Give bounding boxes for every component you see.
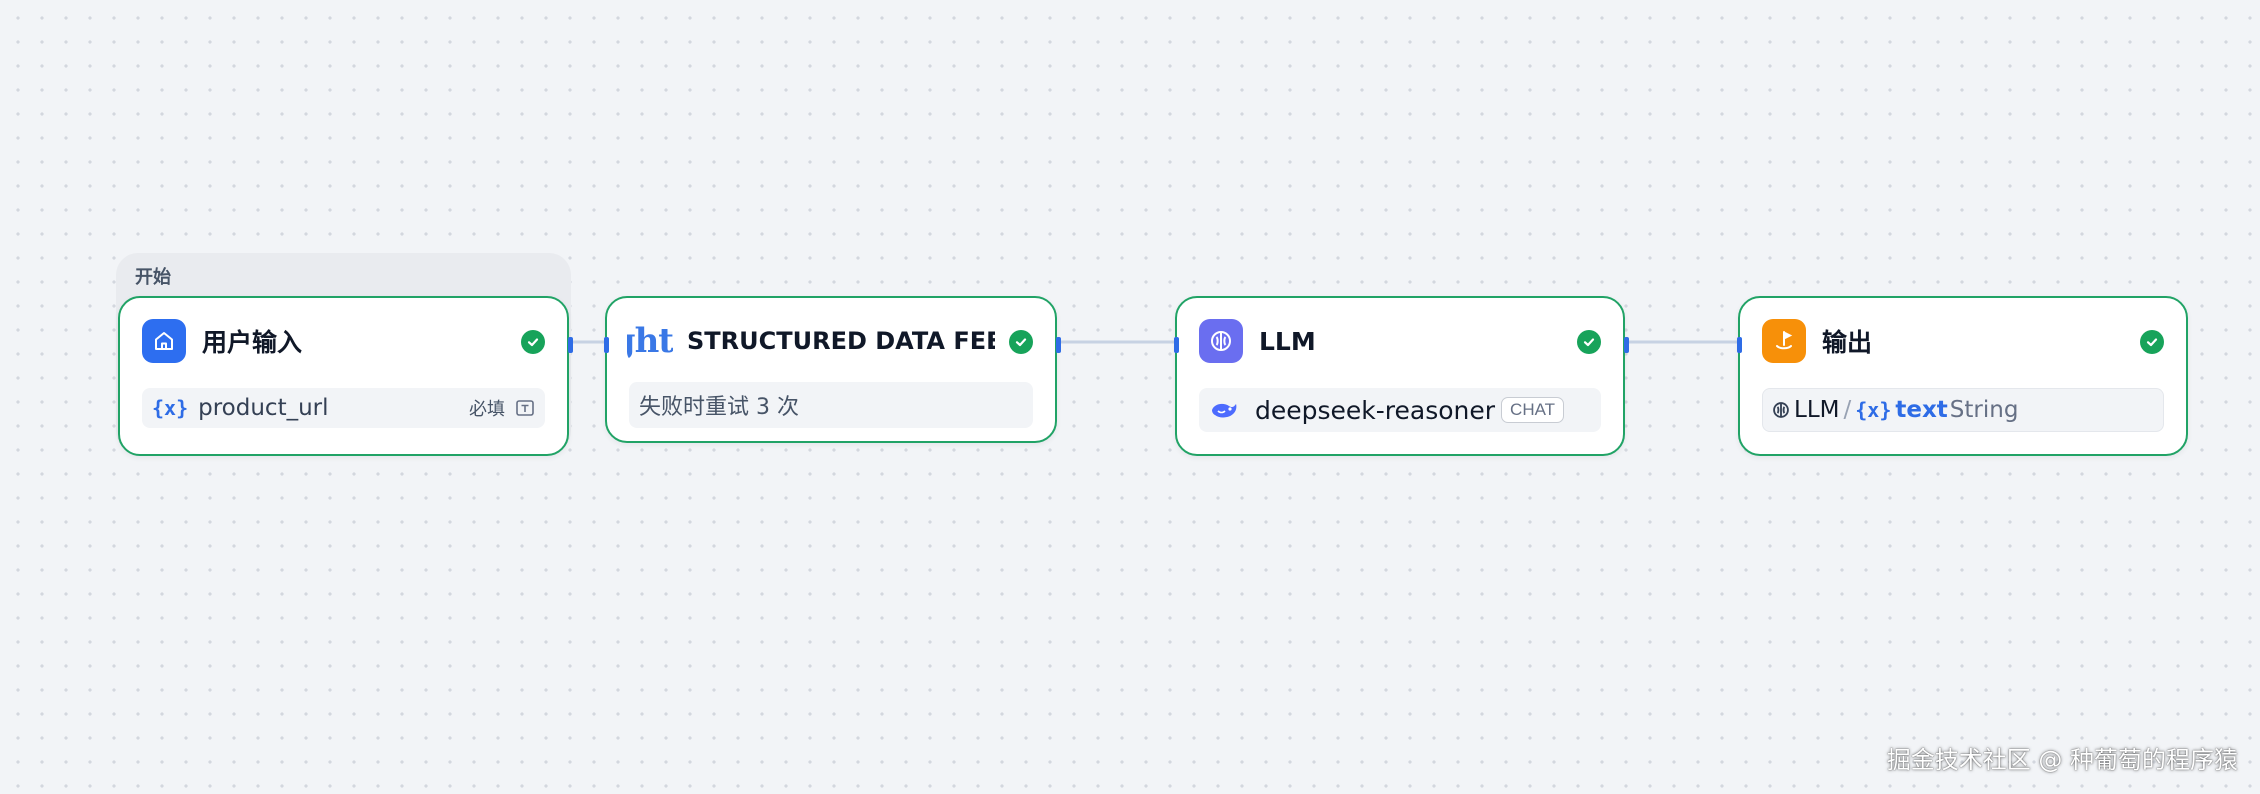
llm-node[interactable]: LLM deepseek-reasoner CHAT: [1174, 296, 1629, 456]
output-node-input-handle[interactable]: [1737, 337, 1742, 353]
required-label: 必填: [469, 399, 505, 420]
start-node-title: 用户输入: [202, 328, 303, 357]
output-node[interactable]: 输出 LLM / {x} text String: [1737, 296, 2188, 456]
whale-icon: [1209, 398, 1243, 422]
input-variable-row[interactable]: {x} product_url 必填: [142, 388, 545, 428]
brain-small-icon: [1771, 400, 1791, 420]
path-separator: /: [1843, 397, 1852, 423]
text-type-icon: [515, 398, 535, 418]
output-node-title: 输出: [1822, 328, 1873, 357]
output-node-header: 输出: [1762, 318, 2164, 364]
tool-node-title: STRUCTURED DATA FEEDS: [687, 327, 995, 355]
start-group-label: 开始: [135, 267, 171, 288]
tool-logo-text: ght: [627, 321, 673, 361]
tool-node[interactable]: ght STRUCTURED DATA FEEDS 失败时重试 3 次: [604, 296, 1061, 443]
variable-icon: {x}: [1855, 398, 1892, 422]
output-variable-type: String: [1949, 397, 2019, 423]
success-check-icon: [521, 330, 545, 354]
success-check-icon: [1009, 330, 1033, 354]
start-node[interactable]: 用户输入 {x} product_url 必填: [118, 296, 573, 456]
model-mode-badge: CHAT: [1501, 397, 1565, 423]
start-node-header: 用户输入: [142, 318, 545, 364]
tool-node-input-handle[interactable]: [604, 337, 609, 353]
tool-node-output-handle[interactable]: [1056, 337, 1061, 353]
llm-node-title: LLM: [1259, 326, 1316, 356]
watermark: 掘金技术社区 @ 种葡萄的程序猿: [1886, 746, 2238, 774]
brain-icon: [1199, 319, 1243, 363]
variable-name: product_url: [198, 395, 329, 421]
model-name: deepseek-reasoner: [1255, 395, 1496, 425]
success-check-icon: [1577, 330, 1601, 354]
tool-logo-icon: ght: [627, 319, 673, 363]
retry-text: 失败时重试 3 次: [639, 395, 799, 420]
home-icon: [142, 319, 186, 363]
llm-node-input-handle[interactable]: [1174, 337, 1179, 353]
source-node-name: LLM: [1794, 397, 1840, 423]
tool-node-header: ght STRUCTURED DATA FEEDS: [627, 318, 995, 364]
start-node-output-handle[interactable]: [568, 337, 573, 353]
output-variable-row[interactable]: LLM / {x} text String: [1762, 388, 2164, 432]
retry-info-row: 失败时重试 3 次: [629, 382, 1033, 428]
variable-icon: {x}: [152, 396, 189, 420]
llm-node-header: LLM: [1199, 318, 1601, 364]
output-variable-name: text: [1895, 397, 1948, 423]
flag-icon: [1762, 319, 1806, 363]
llm-node-output-handle[interactable]: [1624, 337, 1629, 353]
success-check-icon: [2140, 330, 2164, 354]
model-row[interactable]: deepseek-reasoner CHAT: [1199, 388, 1601, 432]
